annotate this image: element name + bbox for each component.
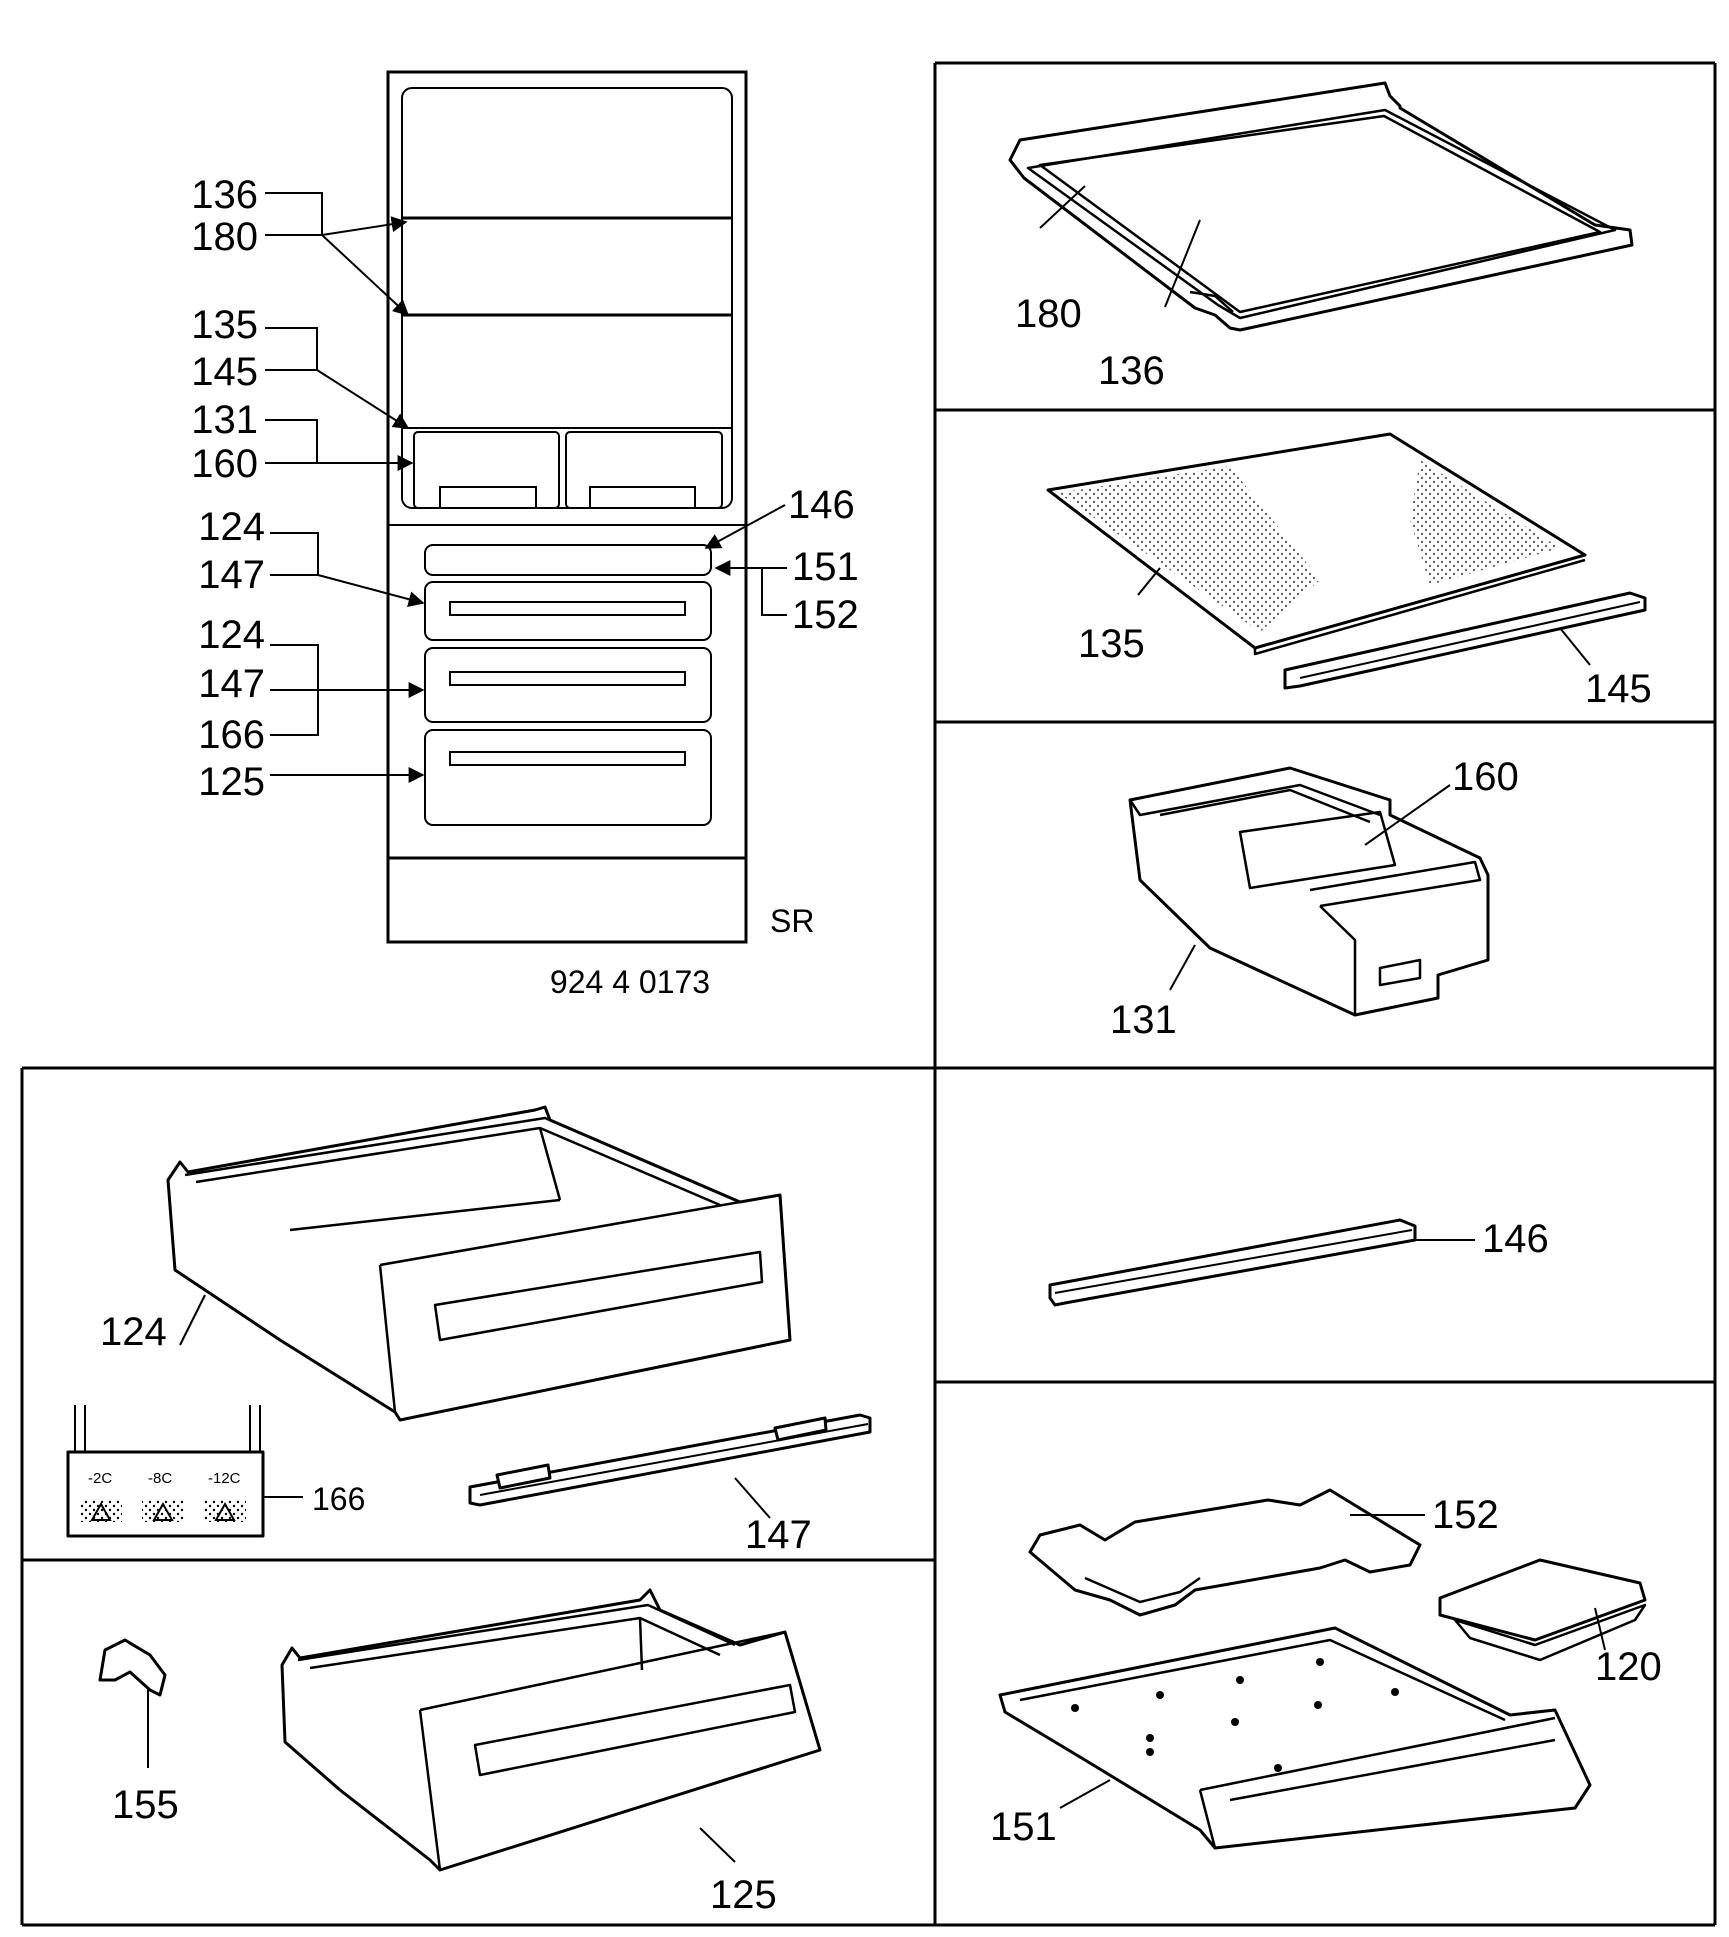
callout-151: 151 xyxy=(792,545,859,589)
callout-136: 136 xyxy=(191,173,258,217)
callout-146: 146 xyxy=(788,483,855,527)
label-146: 146 xyxy=(1482,1217,1549,1261)
callout-152: 152 xyxy=(792,593,859,637)
label-180: 180 xyxy=(1015,292,1082,336)
callout-124: 124 xyxy=(198,505,265,549)
label-145: 145 xyxy=(1585,667,1652,711)
part-crisper-131: 160 131 xyxy=(1110,755,1519,1042)
temp-label-minus8: -8C xyxy=(148,1470,172,1487)
panel-frames xyxy=(20,61,1717,1927)
label-166: 166 xyxy=(312,1481,365,1517)
part-trim-145: 145 xyxy=(1283,591,1652,711)
label-151: 151 xyxy=(990,1805,1057,1849)
temp-label-minus12: -12C xyxy=(208,1470,241,1487)
label-135: 135 xyxy=(1078,622,1145,666)
callout-131: 131 xyxy=(191,398,258,442)
label-131: 131 xyxy=(1110,998,1177,1042)
callout-124-b: 124 xyxy=(198,613,265,657)
variant-code: SR xyxy=(770,903,814,939)
label-155: 155 xyxy=(112,1783,179,1827)
part-clip-155: 155 xyxy=(98,1638,179,1827)
part-trim-147: 147 xyxy=(468,1413,872,1557)
label-136: 136 xyxy=(1098,349,1165,393)
label-147: 147 xyxy=(745,1513,812,1557)
callout-160: 160 xyxy=(191,442,258,486)
callout-147: 147 xyxy=(198,553,265,597)
label-152: 152 xyxy=(1432,1493,1499,1537)
callout-147-b: 147 xyxy=(198,662,265,706)
callout-125: 125 xyxy=(198,760,265,804)
part-freezer-drawer-124: 124 xyxy=(100,1105,792,1422)
callout-166: 166 xyxy=(198,713,265,757)
overview-leaders xyxy=(265,192,787,783)
part-ice-tray-120: 120 xyxy=(1438,1558,1662,1689)
temp-label-minus2: -2C xyxy=(88,1470,112,1487)
part-temperature-label-166: -2C -8C -12C 166 xyxy=(66,1405,365,1538)
part-glass-shelf-frame: 180 136 xyxy=(1008,81,1634,393)
label-160: 160 xyxy=(1452,755,1519,799)
part-drawer-125: 125 xyxy=(280,1588,822,1917)
overview-callouts: 136 180 135 145 131 160 124 147 124 147 … xyxy=(191,173,859,1000)
part-tray-151: 151 xyxy=(990,1626,1592,1850)
label-124: 124 xyxy=(100,1310,167,1354)
part-glass-shelf-135: 135 xyxy=(1046,432,1587,666)
callout-145: 145 xyxy=(191,350,258,394)
label-120: 120 xyxy=(1595,1645,1662,1689)
label-125: 125 xyxy=(710,1873,777,1917)
document-code: 924 4 0173 xyxy=(550,964,710,1000)
fridge-overview xyxy=(386,70,748,944)
callout-135: 135 xyxy=(191,303,258,347)
part-plate-152: 152 xyxy=(1028,1488,1499,1617)
part-trim-146: 146 xyxy=(1048,1217,1549,1307)
callout-180: 180 xyxy=(191,215,258,259)
